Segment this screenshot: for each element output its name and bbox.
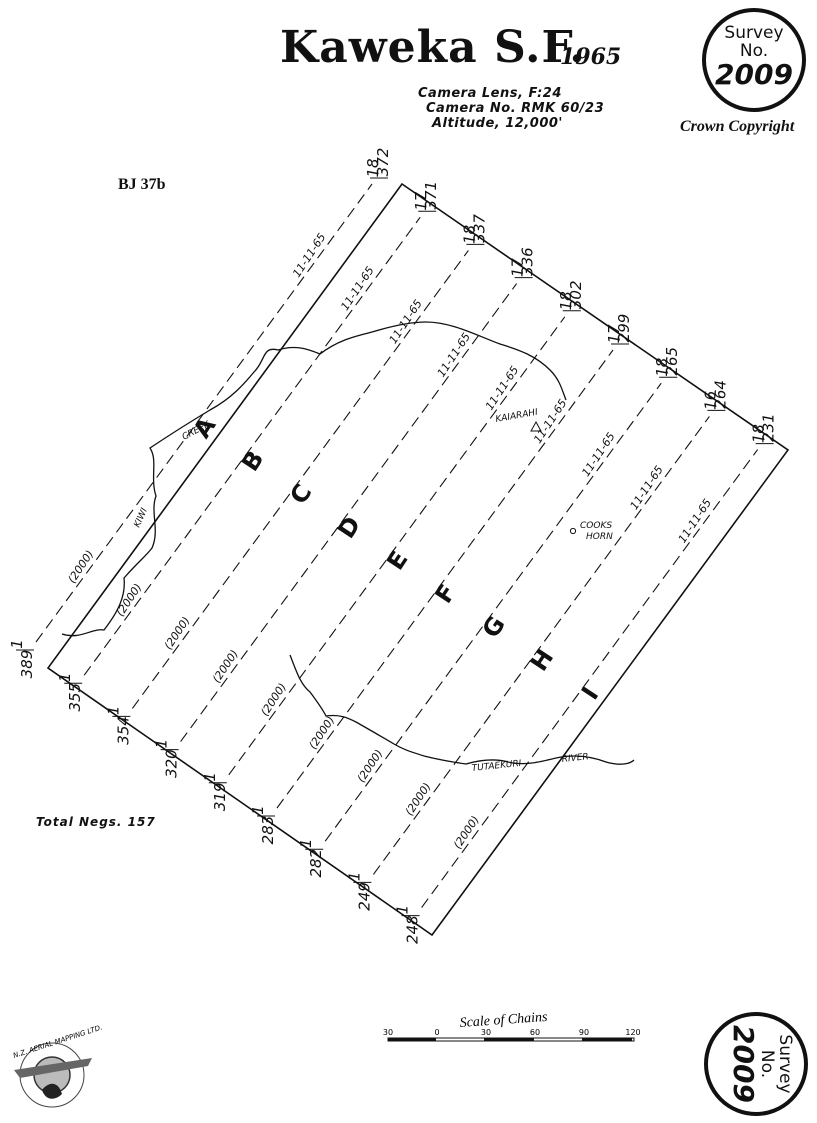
strip-date: 11-11-65 — [579, 430, 617, 479]
nz-aerial-mapping-logo: N.Z. AERIAL MAPPING LTD. — [12, 1023, 103, 1108]
place-river: RIVER — [561, 752, 589, 765]
flight-line — [83, 216, 421, 676]
strip-letter: B — [236, 446, 269, 477]
strip-date: 11-11-65 — [338, 264, 376, 313]
end-bottom-frame: 248 — [404, 915, 422, 944]
end-top-frame: 371 — [422, 181, 440, 210]
scale-bar: Scale of Chains 30 0 30 60 90 120 — [383, 1010, 641, 1042]
sheet-reference: BJ 37b — [118, 176, 166, 193]
map-title: Kaweka S.F. — [280, 22, 586, 73]
survey-no-label: No. — [739, 41, 769, 61]
end-top-frame: 372 — [374, 148, 392, 177]
flight-line — [372, 416, 710, 875]
altitude: Altitude, 12,000' — [432, 116, 563, 131]
flight-line — [324, 382, 662, 842]
tutaekuri-river — [289, 654, 635, 765]
strip-date: 11-11-65 — [628, 463, 666, 512]
flight-line — [131, 250, 469, 709]
place-kaiarahi: KAIARAHI — [495, 408, 539, 425]
end-bottom-run: 1 — [153, 739, 171, 749]
end-bottom-frame: 319 — [211, 782, 229, 811]
strip-letter: I — [576, 682, 604, 705]
strip-letter: E — [381, 546, 413, 575]
end-top-run: 17 — [605, 324, 623, 344]
end-bottom-frame: 320 — [163, 749, 181, 778]
scale-tick-label: 90 — [579, 1028, 589, 1037]
end-top-frame: 337 — [470, 214, 488, 243]
end-top-frame: 336 — [519, 247, 537, 276]
peak-circle-icon — [569, 527, 577, 535]
flight-line — [228, 316, 566, 776]
flight-line — [421, 449, 759, 908]
end-bottom-run: 1 — [104, 706, 122, 716]
scale-tick-label: 0 — [434, 1028, 439, 1037]
strip-date: 11-11-65 — [483, 364, 521, 413]
end-top-run: 18 — [557, 291, 575, 310]
end-bottom-run: 1 — [345, 872, 363, 882]
strip-date: 11-11-65 — [290, 231, 328, 280]
end-bottom-frame: 389 — [18, 650, 36, 679]
total-negatives: Total Negs. 157 — [36, 815, 156, 829]
scale-tick-label: 120 — [625, 1028, 640, 1037]
place-horn: HORN — [586, 532, 613, 542]
end-bottom-run: 1 — [297, 838, 315, 848]
strip-letter: H — [525, 644, 559, 676]
place-cooks: COOKS — [580, 521, 612, 531]
end-top-run: 17 — [509, 258, 527, 278]
crown-copyright: Crown Copyright — [680, 118, 795, 135]
end-bottom-run: 1 — [249, 805, 267, 815]
end-bottom-frame: 355 — [66, 683, 84, 712]
end-bottom-run: 1 — [56, 672, 74, 682]
scale-tick-label: 30 — [481, 1028, 491, 1037]
end-top-run: 18 — [460, 225, 478, 244]
strip-letter: D — [332, 511, 366, 543]
end-top-frame: 264 — [711, 380, 729, 409]
logo-text: N.Z. AERIAL MAPPING LTD. — [12, 1023, 103, 1059]
survey-boundary — [46, 182, 790, 937]
strip-letter: C — [284, 479, 317, 509]
flight-line — [35, 183, 373, 643]
flight-line — [276, 349, 614, 809]
strip-letter: F — [429, 579, 461, 608]
map-year: 1965 — [560, 44, 622, 70]
scale-tick-label: 60 — [530, 1028, 540, 1037]
survey-number: 2009 — [715, 58, 793, 91]
end-top-frame: 265 — [663, 347, 681, 376]
scale-title: Scale of Chains — [459, 1010, 548, 1031]
strip-date: 11-11-65 — [676, 497, 714, 546]
trig-triangle-icon — [530, 420, 542, 432]
end-top-frame: 231 — [760, 413, 778, 442]
end-top-run: 18 — [653, 358, 671, 377]
end-bottom-frame: 249 — [355, 882, 373, 911]
end-top-run: 16 — [701, 391, 719, 410]
strip-date: 11-11-65 — [435, 331, 473, 380]
kiwi-creek — [61, 321, 567, 637]
end-bottom-run: 1 — [201, 772, 219, 782]
survey-badge-top: Survey No. 2009 — [702, 8, 806, 112]
flight-line — [180, 283, 518, 742]
scale-tick-label: 30 — [383, 1028, 393, 1037]
end-bottom-run: 1 — [8, 639, 26, 649]
camera-lens: Camera Lens, F:24 — [418, 86, 562, 101]
end-top-run: 18 — [750, 424, 768, 443]
survey-label: Survey — [724, 23, 784, 43]
end-bottom-frame: 354 — [114, 716, 132, 745]
camera-number: Camera No. RMK 60/23 — [426, 101, 605, 116]
end-top-frame: 302 — [567, 280, 585, 309]
strip-date: 11-11-65 — [531, 397, 569, 446]
strip-letter: G — [477, 611, 511, 643]
flight-strips: A11-11-65(2000)183721389B11-11-65(2000)1… — [8, 148, 778, 944]
end-top-run: 18 — [364, 158, 382, 177]
end-top-run: 17 — [412, 191, 430, 211]
end-bottom-run: 1 — [394, 905, 412, 915]
end-bottom-frame: 282 — [307, 849, 325, 878]
end-bottom-frame: 283 — [259, 816, 277, 845]
end-top-frame: 299 — [615, 314, 633, 343]
place-kiwi: KIWI — [133, 506, 150, 529]
